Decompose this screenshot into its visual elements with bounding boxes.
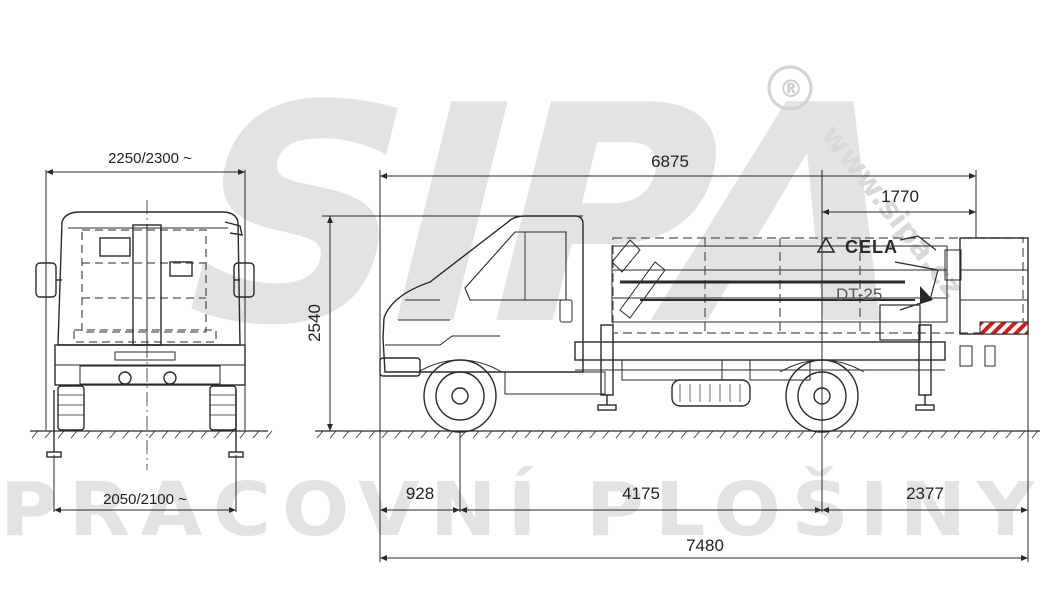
watermark: SIPA ® www.sipa.cz PRACOVNÍ PLOŠINY bbox=[0, 41, 1045, 553]
front-basket-dashed bbox=[73, 229, 217, 343]
front-right-wheel bbox=[209, 385, 237, 431]
front-outrigger bbox=[597, 324, 617, 411]
work-basket bbox=[959, 237, 1029, 335]
warning-triangle-icon bbox=[920, 286, 933, 304]
basket-warning-stripe bbox=[979, 321, 1029, 335]
dim-front-bottom-width: 2050/2100 ~ bbox=[103, 491, 187, 508]
dim-rear-overhang: 2377 bbox=[906, 484, 944, 503]
dim-wheelbase: 4175 bbox=[622, 484, 660, 503]
dim-overall-height: 2540 bbox=[305, 304, 324, 342]
side-dashed-rails bbox=[612, 237, 1024, 334]
dim-boom-overhang: 1770 bbox=[881, 187, 919, 206]
dim-front-overhang: 928 bbox=[406, 484, 434, 503]
dim-top-overall-length: 6875 bbox=[651, 152, 689, 171]
side-window bbox=[464, 231, 567, 301]
front-control-box bbox=[99, 237, 131, 257]
dim-front-top-width: 2250/2300 ~ bbox=[108, 150, 192, 167]
side-dimensions bbox=[322, 170, 1029, 562]
front-left-wheel bbox=[57, 385, 85, 431]
rear-outrigger bbox=[915, 324, 935, 411]
front-cab-outline bbox=[57, 211, 241, 346]
brand-badge-text: CELA bbox=[845, 237, 898, 257]
model-label: DT-25 bbox=[836, 285, 882, 304]
spare-tire bbox=[671, 379, 751, 407]
registered-circle bbox=[767, 65, 813, 111]
ground-hatch bbox=[31, 430, 1039, 439]
watermark-registered: ® bbox=[779, 75, 803, 103]
side-cab-outline bbox=[382, 215, 584, 373]
watermark-tagline: PRACOVNÍ PLOŠINY bbox=[0, 465, 1045, 553]
front-view bbox=[35, 200, 255, 470]
front-dimensions bbox=[45, 169, 246, 513]
dim-total-length: 7480 bbox=[686, 536, 724, 555]
